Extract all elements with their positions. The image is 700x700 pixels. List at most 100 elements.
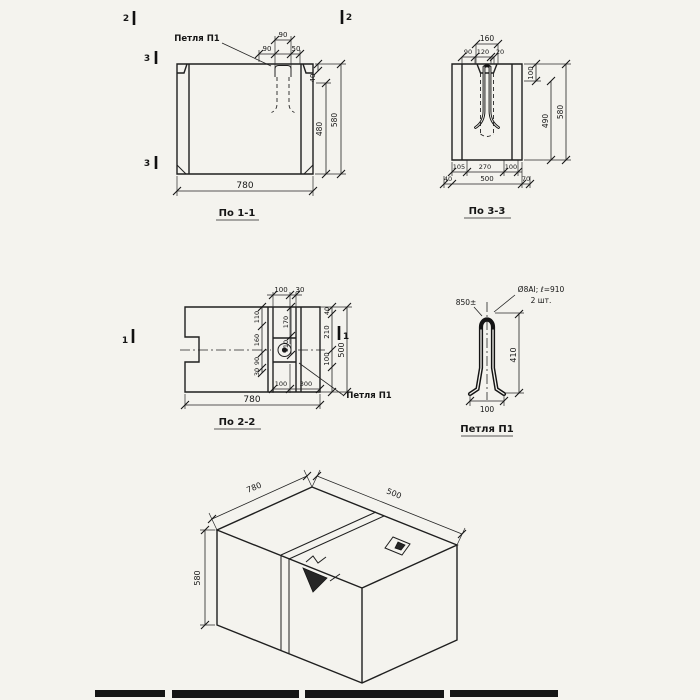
loop-note-leaders [473, 294, 516, 317]
s11-dim-480: 480 [315, 122, 324, 137]
s33-dim-160: 160 [480, 34, 495, 43]
s33-dim-40: 40 [444, 175, 452, 183]
s33-dim-100r: 100 [527, 66, 535, 79]
s11-mark-2a: 2 [123, 14, 129, 24]
s22-dim-100r: 100 [323, 352, 331, 365]
s22-dim-780: 780 [243, 395, 260, 405]
title-strip-segment [172, 690, 299, 698]
s22-dim-170: 170 [282, 316, 290, 328]
iso-groove-lines [280, 511, 385, 654]
view-section-3-3: 160 90 120 20 100 490 580 105 270 100 40… [439, 34, 571, 219]
iso-dim-ticks [200, 471, 467, 630]
s33-dim-70: 70 [522, 175, 530, 183]
loop-dim-410: 410 [509, 347, 518, 362]
s11-dim-ticks [172, 35, 346, 196]
iso-dim-580: 580 [193, 570, 202, 585]
s11-outline [176, 63, 314, 175]
s33-loop-wire-inner [475, 66, 499, 128]
title-strip-segment [95, 690, 165, 697]
s22-extension-lines [184, 292, 352, 409]
iso-dim-500: 500 [385, 487, 403, 501]
title-strip-segment [450, 690, 558, 697]
view-loop-detail: 850± Ø8АI; ℓ=910 2 шт. 410 100 Петля П1 [456, 285, 565, 437]
s11-dim-780: 780 [236, 181, 253, 191]
s33-dim-100b: 100 [505, 163, 517, 171]
loop-dim-100: 100 [480, 405, 495, 414]
s11-loop-label: Петля П1 [174, 34, 220, 44]
iso-loop-pocket [384, 536, 411, 556]
s11-dim-90b: 90 [263, 45, 272, 53]
s22-loop-bar-dot [281, 347, 288, 353]
s33-pocket-dashed [480, 73, 494, 137]
loop-caption: Петля П1 [460, 424, 514, 435]
s11-mark-3a: 3 [144, 54, 150, 64]
s11-extension-lines [176, 36, 346, 196]
view-section-2-2: 100 30 40 210 100 500 110 160 90 30 170 … [122, 286, 392, 430]
s22-mark-1a: 1 [122, 336, 128, 346]
s22-loop-leader [298, 362, 344, 396]
loop-wire [467, 317, 507, 397]
loop-note-left: 850± [456, 298, 477, 307]
s11-corner-hatch [176, 164, 314, 175]
s33-extension-lines [443, 44, 571, 188]
title-block-strip [95, 690, 558, 698]
s33-dim-ticks [439, 39, 571, 189]
title-strip-segment [305, 690, 444, 698]
s22-dim-40: 40 [323, 307, 331, 315]
loop-dim-ticks [465, 309, 524, 406]
s22-dim-500: 500 [337, 342, 346, 357]
iso-loop-pocket-shadow [394, 541, 406, 551]
s22-outline [184, 306, 321, 393]
view-section-1-1: Петля П1 90 90 50 40 480 580 780 По 1-1 … [123, 10, 352, 221]
s22-dim-160: 160 [253, 334, 261, 346]
s22-dim-30b: 30 [253, 368, 261, 376]
s33-dim-270: 270 [479, 163, 491, 171]
iso-dim-780: 780 [245, 481, 263, 495]
loop-note-spec: Ø8АI; ℓ=910 [518, 285, 565, 294]
s22-dim-300: 300 [300, 380, 312, 388]
s33-outline [451, 63, 523, 161]
s11-loop-leader [221, 42, 272, 67]
s22-dim-100b: 100 [275, 380, 287, 388]
s11-dimension-lines [177, 39, 342, 192]
s33-dim-20: 20 [496, 48, 504, 56]
s22-dim-110a: 110 [253, 311, 261, 323]
s11-dim-90a: 90 [279, 31, 288, 39]
s33-dim-105: 105 [453, 163, 465, 171]
iso-notch-jags [305, 555, 341, 582]
s33-dimension-lines [444, 43, 567, 185]
s22-dim-110b: 110 [282, 340, 290, 352]
s11-dim-40: 40 [309, 74, 317, 83]
s22-mark-1b: 1 [343, 332, 349, 342]
s11-caption: По 1-1 [219, 208, 256, 219]
iso-extension-lines [200, 469, 466, 626]
s33-dim-120: 120 [477, 48, 489, 56]
s22-dim-ticks [180, 290, 352, 410]
s33-loop-wire [474, 64, 500, 129]
s33-dim-580: 580 [556, 105, 565, 120]
s11-section-marks [132, 10, 344, 169]
s11-mark-3b: 3 [144, 159, 150, 169]
s22-caption: По 2-2 [219, 417, 256, 428]
loop-dimension-lines [470, 314, 520, 402]
s22-loop-label: Петля П1 [346, 391, 392, 401]
s11-dim-580: 580 [330, 113, 339, 128]
loop-note-qty: 2 шт. [531, 296, 552, 305]
s11-mark-2b: 2 [346, 13, 352, 23]
s33-caption: По 3-3 [469, 206, 506, 217]
s22-dim-90: 90 [253, 357, 261, 365]
loop-wire-inner [469, 329, 505, 395]
view-isometric: 780 500 580 [193, 469, 467, 684]
s22-dim-100t: 100 [274, 286, 287, 294]
s11-loop-embedded-dashed [271, 77, 295, 113]
s33-dim-500: 500 [480, 175, 493, 183]
s22-dim-210: 210 [323, 325, 331, 338]
s22-section-marks [131, 326, 341, 343]
iso-front-notch [302, 567, 328, 593]
s11-loop-arch [274, 65, 292, 77]
iso-block-outline [215, 486, 459, 684]
s11-dim-50: 50 [292, 45, 301, 53]
s33-dim-490: 490 [541, 114, 550, 129]
